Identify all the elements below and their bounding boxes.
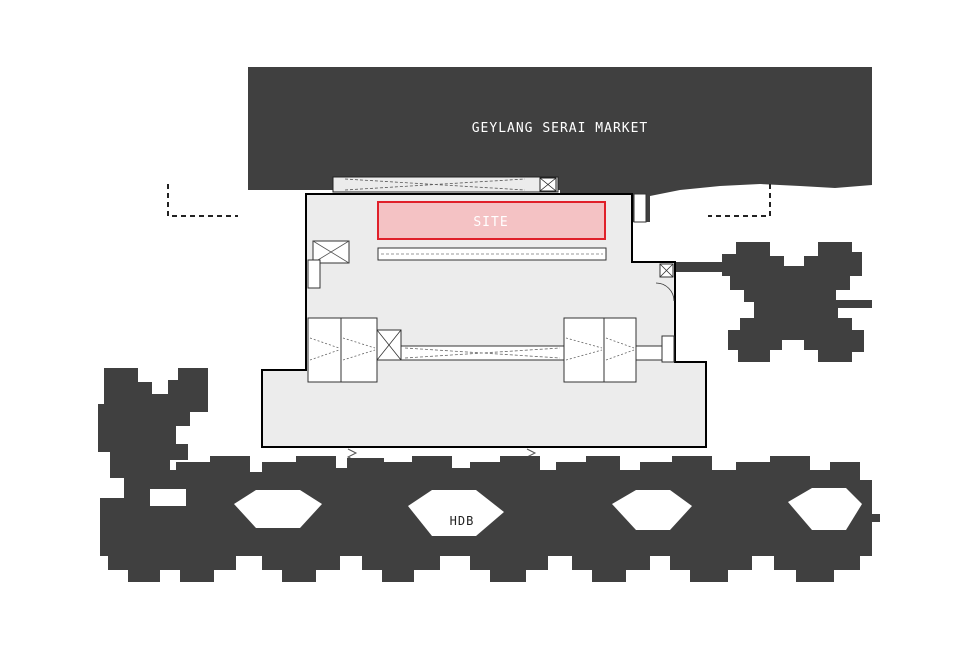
hdb-east-link — [676, 262, 722, 272]
boundary-dashed-left — [167, 184, 238, 217]
site-highlight-area — [377, 201, 606, 240]
market-label: GEYLANG SERAI MARKET — [472, 121, 649, 136]
market-connector — [332, 176, 559, 193]
hdb-label: HDB — [450, 514, 475, 528]
hdb-walkways — [150, 458, 880, 521]
boundary-dashed-right — [708, 184, 771, 217]
hdb-courtyards — [150, 484, 862, 536]
staircases-and-link-bridge — [307, 317, 663, 383]
hdb-block-east — [722, 242, 872, 362]
site-fixtures — [307, 193, 675, 363]
site-label: SITE — [473, 215, 508, 230]
site-strip — [377, 247, 607, 261]
hdb-block-west — [98, 368, 208, 498]
